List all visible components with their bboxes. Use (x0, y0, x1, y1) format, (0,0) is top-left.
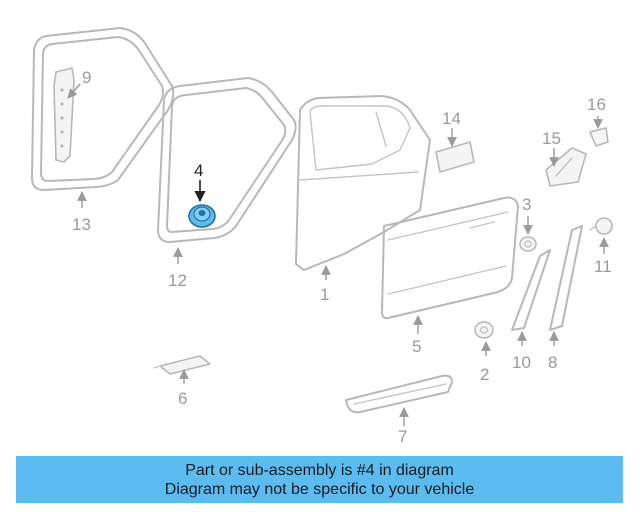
part-4-plug (188, 204, 216, 228)
callout-11: 11 (594, 257, 612, 276)
callout-5: 5 (412, 337, 421, 356)
part-10-trim-strip (511, 249, 551, 331)
part-15-bracket (545, 147, 587, 187)
callout-9: 9 (82, 68, 91, 87)
callout-1: 1 (320, 285, 329, 304)
callout-2: 2 (480, 365, 489, 384)
callout-14: 14 (442, 109, 461, 128)
banner-line-1: Part or sub-assembly is #4 in diagram (185, 461, 454, 479)
callouts: 9 13 4 12 1 14 16 15 3 11 5 2 10 (67, 68, 612, 446)
callout-15: 15 (542, 129, 561, 148)
part-9-pillar-trim (53, 67, 75, 163)
callout-8: 8 (548, 353, 557, 372)
callout-12: 12 (168, 271, 187, 290)
callout-10: 10 (512, 353, 531, 372)
banner-line-2: Diagram may not be specific to your vehi… (164, 480, 475, 498)
part-6-tube (153, 355, 211, 375)
callout-4: 4 (194, 161, 203, 180)
part-11-plug (589, 217, 613, 235)
part-1-door-shell (295, 95, 431, 271)
part-12-door-seal (157, 77, 297, 243)
part-14-pad (435, 141, 475, 173)
callout-13: 13 (72, 215, 91, 234)
callout-7: 7 (398, 427, 407, 446)
part-5-door-panel (381, 196, 519, 320)
part-3-grommet (519, 236, 537, 252)
part-8-trim-strip (549, 225, 583, 331)
callout-16: 16 (587, 95, 606, 114)
callout-3: 3 (522, 195, 531, 214)
part-16-clip (589, 127, 609, 147)
part-7-sill-trim (345, 374, 453, 414)
part-2-grommet (474, 321, 494, 339)
part-13-weatherstrip (31, 27, 175, 191)
callout-6: 6 (178, 389, 187, 408)
info-banner: Part or sub-assembly is #4 in diagram Di… (16, 456, 623, 503)
